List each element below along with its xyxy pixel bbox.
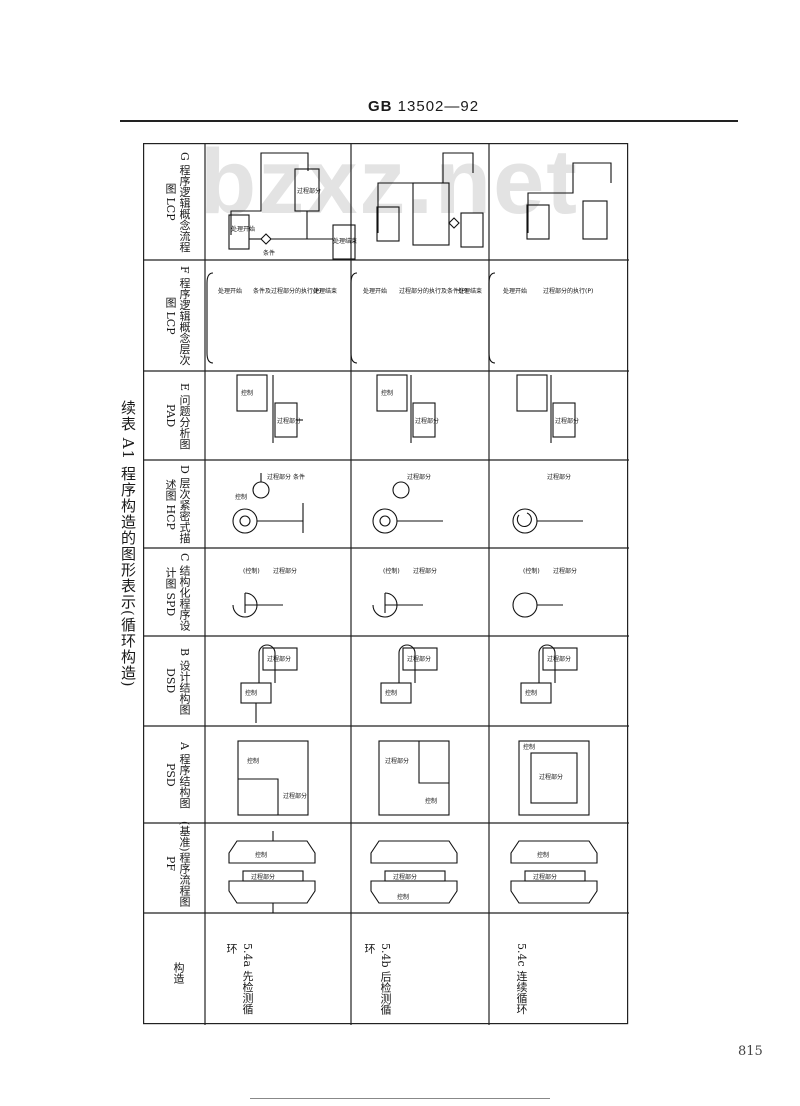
label-pf-process-c: 过程部分 — [533, 873, 557, 881]
hcp-b — [372, 481, 443, 534]
label-pad-control-a: 控制 — [241, 389, 253, 397]
label-pad-process-c: 过程部分 — [555, 417, 579, 425]
label-lcp-end-a: 处理结束 — [313, 287, 337, 295]
label-spd-control-b: (控制) — [383, 567, 400, 575]
label-condition-a: 条件 — [263, 249, 275, 257]
header-g: G 程序逻辑概念流程图 LCP — [164, 151, 191, 253]
standard-number: GB 13502—92 — [368, 98, 480, 115]
label-lcp-body-a: 条件及过程部分的执行(P) — [253, 287, 321, 295]
pf-c — [510, 840, 598, 904]
label-pf-control-c: 控制 — [537, 851, 549, 859]
spd-c — [512, 592, 563, 618]
header-b: B 设计结构图 DSD — [164, 647, 191, 715]
label-lcp-start-c: 处理开始 — [503, 287, 527, 295]
label-pad-control-b: 控制 — [381, 389, 393, 397]
diagrams: 处理开始 过程部分 处理结束 条件 处理开始 条件及过程部分的执行(P) 处理结… — [206, 152, 612, 913]
g-flowchart-a — [228, 152, 356, 260]
label-psd-process-b: 过程部分 — [385, 757, 409, 765]
g-flowchart-c — [526, 162, 612, 240]
label-pf-process-b: 过程部分 — [393, 873, 417, 881]
header-pf: (基准)程序流程图 PF — [164, 821, 191, 907]
psd-c — [518, 740, 590, 816]
rotated-table: G 程序逻辑概念流程图 LCP F 程序逻辑概念层次图 LCP E 问题分析图 … — [143, 143, 629, 1025]
dsd-c — [520, 644, 578, 704]
label-spd-control-a: (控制) — [243, 567, 260, 575]
label-hcp-process-c: 过程部分 — [547, 473, 571, 481]
label-pf-control-a: 控制 — [255, 851, 267, 859]
label-psd-process-c: 过程部分 — [539, 773, 563, 781]
label-hcp-control-a: 控制 — [235, 493, 247, 501]
label-spd-process-b: 过程部分 — [413, 567, 437, 575]
table-caption: 续表 A1 程序构造的图形表示(循环构造) — [119, 400, 137, 688]
header-c: C 结构化程序设计图 SPD — [164, 553, 191, 631]
psd-b — [378, 740, 450, 816]
spd-b — [372, 592, 423, 618]
footer-rule — [250, 1098, 550, 1099]
dsd-a — [240, 644, 298, 723]
header-f: F 程序逻辑概念层次图 LCP — [164, 266, 191, 366]
label-dsd-control-b: 控制 — [385, 689, 397, 697]
watermark: bzxz.net — [200, 131, 579, 233]
label-pad-process-a: 过程部分 — [277, 417, 301, 425]
g-flowchart-b — [376, 152, 484, 248]
label-spd-process-a: 过程部分 — [273, 567, 297, 575]
label-lcp-body-b: 过程部分的执行及条件(P) — [399, 287, 467, 295]
label-psd-control-c: 控制 — [523, 743, 535, 751]
label-proc-start-a: 处理开始 — [231, 225, 255, 233]
label-lcp-body-c: 过程部分的执行(P) — [543, 287, 593, 295]
header-a: A 程序结构图 PSD — [164, 741, 191, 809]
dsd-b — [380, 644, 438, 704]
label-dsd-process-a: 过程部分 — [267, 655, 291, 663]
label-psd-control-b: 控制 — [425, 797, 437, 805]
label-psd-control-a: 控制 — [247, 757, 259, 765]
f-brace-c — [488, 272, 496, 364]
hcp-a — [232, 473, 304, 534]
row-label-5-4a: 5.4a 先检测循环 — [225, 943, 254, 1015]
f-brace-a — [206, 272, 214, 364]
label-lcp-end-b: 处理结束 — [458, 287, 482, 295]
label-lcp-start-b: 处理开始 — [363, 287, 387, 295]
pad-b — [376, 374, 436, 443]
f-brace-b — [350, 272, 358, 364]
label-spd-process-c: 过程部分 — [553, 567, 577, 575]
pad-a — [236, 374, 303, 443]
label-dsd-process-b: 过程部分 — [407, 655, 431, 663]
row-label-5-4b: 5.4b 后检测循环 — [363, 943, 392, 1016]
header-construct: 构造 — [172, 962, 185, 984]
label-hcp-condition-a: 条件 — [293, 473, 305, 481]
label-dsd-process-c: 过程部分 — [547, 655, 571, 663]
pad-c — [516, 374, 576, 443]
label-pad-process-b: 过程部分 — [415, 417, 439, 425]
label-lcp-start-a: 处理开始 — [218, 287, 242, 295]
label-dsd-control-c: 控制 — [525, 689, 537, 697]
psd-a — [237, 740, 309, 816]
page-number: 815 — [738, 1044, 763, 1059]
hcp-c — [512, 508, 583, 534]
header-rule — [120, 120, 738, 122]
label-spd-control-c: (控制) — [523, 567, 540, 575]
label-hcp-process-b: 过程部分 — [407, 473, 431, 481]
pf-a — [228, 831, 316, 913]
pf-b — [370, 840, 458, 904]
spd-a — [232, 592, 283, 618]
label-hcp-process-a: 过程部分 — [267, 473, 291, 481]
label-dsd-control-a: 控制 — [245, 689, 257, 697]
header-e: E 问题分析图 PAD — [164, 382, 191, 450]
label-pf-process-a: 过程部分 — [251, 873, 275, 881]
header-d: D 层次紧密式描述图 HCP — [164, 464, 191, 544]
row-label-5-4c: 5.4c 连续循环 — [515, 943, 528, 1015]
label-psd-process-a: 过程部分 — [283, 792, 307, 800]
label-pf-control-b: 控制 — [397, 893, 409, 901]
label-process-a: 过程部分 — [297, 187, 321, 195]
label-proc-end-a: 处理结束 — [333, 237, 357, 245]
